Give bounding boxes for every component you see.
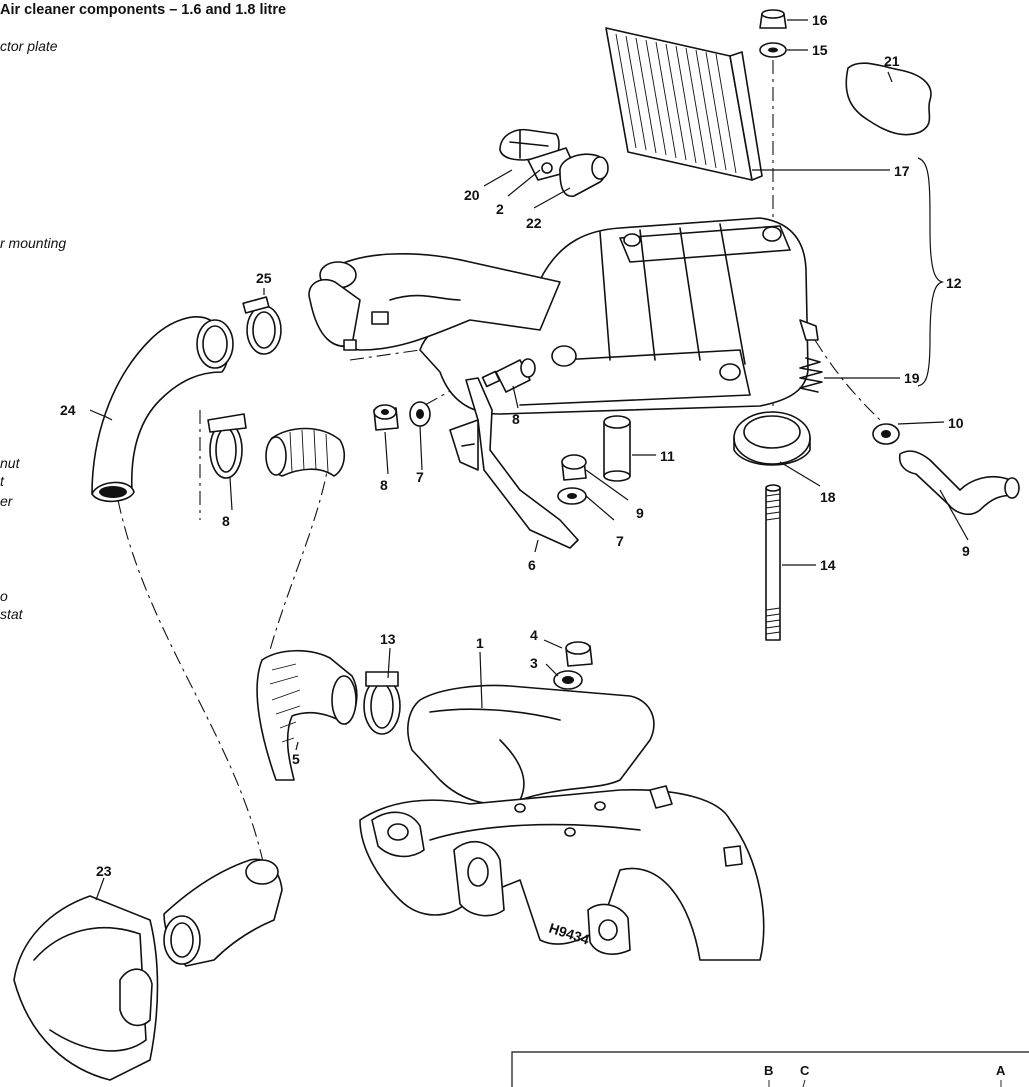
callout-20: 18 bbox=[820, 489, 836, 505]
figure-title: Air cleaner components – 1.6 and 1.8 lit… bbox=[0, 2, 287, 18]
callout-9: 8 bbox=[512, 411, 520, 427]
nut-12 bbox=[872, 423, 900, 445]
hose-5 bbox=[256, 649, 358, 781]
callout-17: 15 bbox=[812, 42, 828, 58]
callout-1: 1 bbox=[476, 635, 484, 651]
legend-fragment: nut bbox=[0, 455, 20, 471]
cold-air-box-25 bbox=[13, 895, 159, 1081]
callout-4: 4 bbox=[530, 627, 538, 643]
callout-3: 3 bbox=[530, 655, 538, 671]
callout-22: 20 bbox=[464, 187, 480, 203]
intake-snorkel bbox=[308, 253, 561, 351]
nut-4 bbox=[565, 641, 593, 667]
washer-7-left bbox=[409, 401, 431, 427]
legend-fragment: ctor plate bbox=[0, 38, 58, 54]
hose-26 bbox=[91, 316, 234, 503]
callout-15: 13 bbox=[380, 631, 396, 647]
bushing-8-left bbox=[373, 404, 399, 431]
clamp-27 bbox=[242, 296, 282, 355]
callout-24: 22 bbox=[526, 215, 542, 231]
callout-26: 24 bbox=[60, 402, 76, 418]
bracket-6 bbox=[449, 377, 579, 549]
callout-numbers: 16 15 21 17 12 20 2 22 25 19 24 10 8 11 … bbox=[60, 12, 970, 879]
callout-7-right: 7 bbox=[616, 533, 624, 549]
bushing-8-right bbox=[561, 454, 587, 481]
callout-2: 2 bbox=[496, 201, 504, 217]
inset-label-a: A bbox=[996, 1063, 1006, 1078]
clamp-10 bbox=[207, 413, 247, 479]
callout-12: 10 bbox=[948, 415, 964, 431]
inset-label-b: B bbox=[764, 1063, 773, 1078]
heat-shroud-1 bbox=[407, 684, 655, 805]
callout-23: 21 bbox=[884, 53, 900, 69]
callout-18: 16 bbox=[812, 12, 828, 28]
clamp-15 bbox=[363, 671, 401, 735]
legend-fragment: o bbox=[0, 588, 8, 604]
washer-3 bbox=[553, 670, 583, 690]
filter-element-19 bbox=[605, 27, 763, 181]
nut-18 bbox=[759, 9, 787, 29]
callout-16: 14 bbox=[820, 557, 836, 573]
callout-8-right: 9 bbox=[636, 505, 644, 521]
inset-box: B C A bbox=[511, 1051, 1029, 1087]
leader-lines bbox=[89, 19, 969, 901]
bracket-22 bbox=[499, 128, 560, 161]
inset-label-c: C bbox=[800, 1063, 810, 1078]
callout-21: 19 bbox=[904, 370, 920, 386]
washer-17 bbox=[759, 42, 787, 58]
legend-fragment: t bbox=[0, 473, 4, 489]
washer-7-right bbox=[557, 487, 587, 505]
sleeve-13 bbox=[603, 415, 631, 482]
exhaust-manifold bbox=[359, 785, 765, 961]
callout-8-left: 8 bbox=[380, 477, 388, 493]
callout-11: 9 bbox=[962, 543, 970, 559]
callout-7-left: 7 bbox=[416, 469, 424, 485]
callout-19: 17 bbox=[894, 163, 910, 179]
legend-fragment: er bbox=[0, 493, 13, 509]
stud-16 bbox=[765, 484, 781, 641]
spring-21 bbox=[799, 357, 823, 393]
gasket-23 bbox=[845, 62, 932, 136]
callout-14: 12 bbox=[946, 275, 962, 291]
callout-13: 11 bbox=[660, 448, 675, 464]
intake-duct bbox=[163, 858, 283, 967]
callout-6: 6 bbox=[528, 557, 536, 573]
short-hose bbox=[265, 427, 346, 477]
callout-25: 23 bbox=[96, 863, 112, 879]
legend-fragment: r mounting bbox=[0, 235, 67, 251]
callout-27: 25 bbox=[256, 270, 272, 286]
hose-11 bbox=[898, 450, 1020, 516]
callout-5: 5 bbox=[292, 751, 300, 767]
legend-fragment: stat bbox=[0, 606, 23, 622]
rubber-mount-9 bbox=[481, 358, 536, 393]
seal-ring-20 bbox=[733, 411, 811, 466]
callout-10: 8 bbox=[222, 513, 230, 529]
